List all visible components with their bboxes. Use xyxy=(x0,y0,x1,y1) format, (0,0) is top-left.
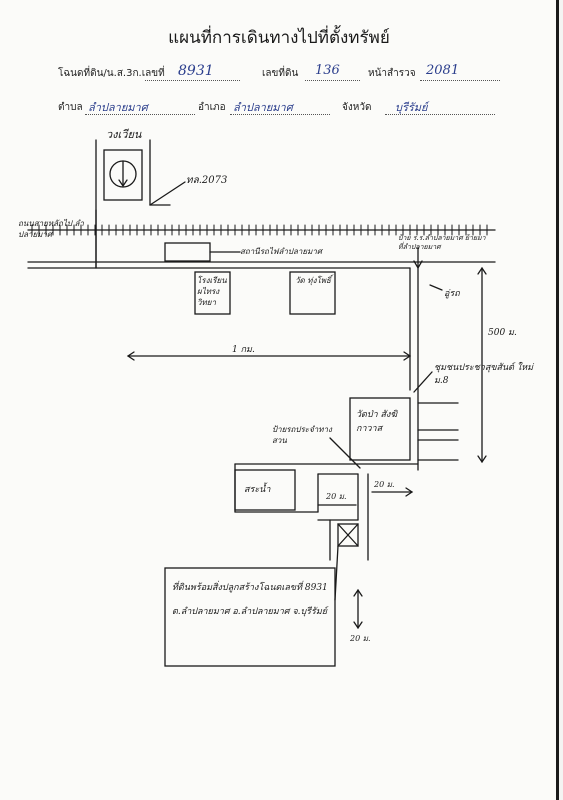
wat-upper-box xyxy=(289,271,336,315)
subdistrict-value: ลำปลายมาศ xyxy=(88,101,148,114)
map-school-label: โรงเรียน ผไทรง วิทยา xyxy=(197,276,227,307)
pond-box xyxy=(234,469,296,511)
map-village-label: ชุมชนประชาสุขสันต์ ใหม่ ม.8 xyxy=(434,363,534,386)
map-roundabout-label: วงเวียน xyxy=(106,128,142,141)
document-title: แผนที่การเดินทางไปที่ตั้งทรัพย์ xyxy=(168,28,390,48)
map-station-label: สถานีรถไฟลำปลายมาศ xyxy=(240,247,322,256)
roundabout-box xyxy=(103,149,143,201)
deed-underline xyxy=(145,80,240,81)
pole-leader xyxy=(429,284,443,291)
map-pond-label: สระน้ำ xyxy=(244,485,271,495)
bus-stop-leader xyxy=(329,437,361,469)
district-label: อำเภอ xyxy=(198,102,226,113)
page-edge xyxy=(556,0,559,800)
map-dist-20m-b-label: 20 ม. xyxy=(374,480,395,489)
property-parcel xyxy=(337,523,359,547)
province-label: จังหวัด xyxy=(342,102,372,113)
subdistrict-label: ตำบล xyxy=(58,102,83,113)
school-box xyxy=(194,271,231,315)
dim-20m-c-arrow-top xyxy=(353,588,363,597)
map-dist-20m-a-label: 20 ม. xyxy=(326,492,347,501)
deed-value: 8931 xyxy=(178,63,214,79)
note-box xyxy=(164,567,336,667)
province-underline xyxy=(385,114,495,115)
dim-500m-arrow-bottom xyxy=(477,455,487,464)
crossing-arrowhead xyxy=(413,260,423,270)
map-highway-label: ทล.2073 xyxy=(186,175,228,186)
subdistrict-underline xyxy=(85,114,195,115)
dim-500m-arrow-top xyxy=(477,266,487,275)
district-value: ลำปลายมาศ xyxy=(233,101,293,114)
map-dist-500m-label: 500 ม. xyxy=(488,328,517,338)
land-no-value: 136 xyxy=(315,63,340,78)
railway-ties xyxy=(31,224,488,236)
map-dist-1km-label: 1 กม. xyxy=(232,345,255,355)
deed-label: โฉนดที่ดิน/น.ส.3ก.เลขที่ xyxy=(58,68,165,79)
map-road-left-label: ถนนสายหลักไป ลำปลายมาศ xyxy=(18,219,84,239)
dim-20m-c-arrow-bottom xyxy=(353,621,363,630)
district-underline xyxy=(230,114,330,115)
land-no-underline xyxy=(305,80,360,81)
note-leader xyxy=(334,545,339,601)
parcel-cross-2 xyxy=(337,523,359,547)
land-no-label: เลขที่ดิน xyxy=(262,68,299,79)
highway-leader xyxy=(149,181,186,206)
map-wat-upper-label: วัด ทุ่งโพธิ์ xyxy=(295,276,331,285)
dim-1km-arrow-left xyxy=(126,351,135,361)
map-note-text: ที่ดินพร้อมสิ่งปลูกสร้างโฉนดเลขที่ 8931 … xyxy=(172,583,328,617)
dim-20m-b-arrow xyxy=(405,487,414,497)
map-bus-stop-label: ป้ายรถประจำทาง สวน xyxy=(272,425,332,445)
wat-lower-box xyxy=(349,397,411,461)
survey-page-value: 2081 xyxy=(426,63,460,78)
dim-1km-arrow-right xyxy=(403,351,412,361)
village-leader xyxy=(413,371,433,393)
map-pole-label: อู่รถ xyxy=(444,289,460,299)
roundabout-arrowhead xyxy=(118,179,128,188)
map-wat-lower-label: วัดป่า สังฆิกาวาส xyxy=(356,410,398,434)
survey-page-underline xyxy=(420,80,500,81)
station-box xyxy=(164,242,211,262)
map-dist-20m-c-label: 20 ม. xyxy=(350,634,371,643)
survey-page-label: หน้าสำรวจ xyxy=(368,68,416,79)
map-crossing-sign-label: ป้าย ร.ร.ลำปลายมาศ ย้ายมาที่ลำปลายมาศ xyxy=(398,234,486,251)
province-value: บุรีรัมย์ xyxy=(395,101,428,114)
